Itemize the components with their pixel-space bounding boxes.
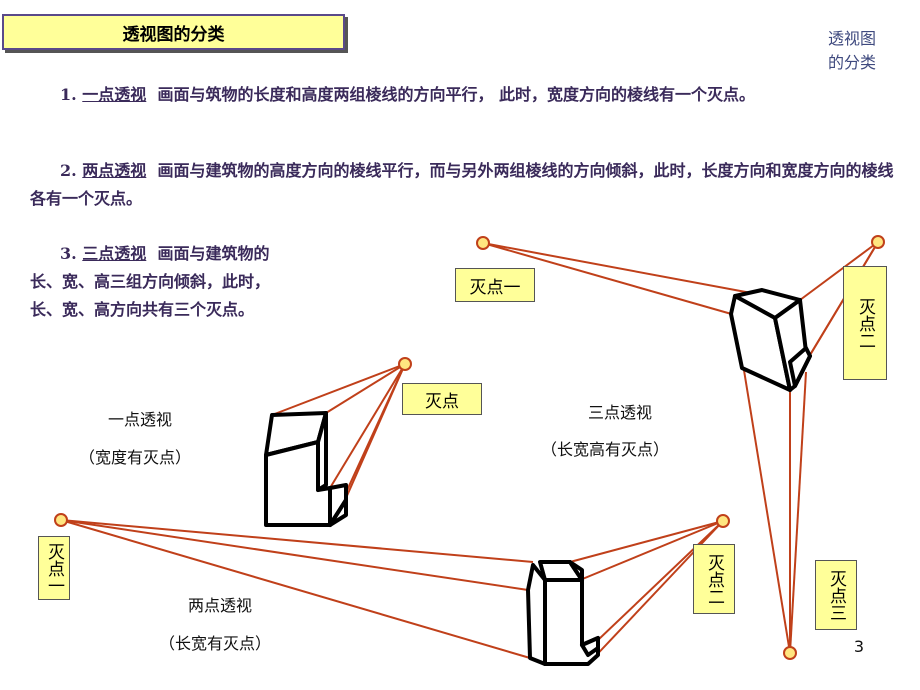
two-point-line <box>597 520 724 641</box>
item-three-point: 3. 三点透视 画面与建筑物的 长、宽、高三组方向倾斜，此时， 长、宽、高方向共… <box>30 240 360 324</box>
two-point-line <box>579 520 724 581</box>
item-one-point: 1. 一点透视 画面与筑物的长度和高度两组棱线的方向平行， 此时，宽度方向的棱线… <box>30 81 880 109</box>
three-point-line <box>734 314 791 654</box>
one-point-object <box>264 411 348 527</box>
vanishing-points <box>54 235 885 660</box>
item-number: 3. <box>60 244 77 263</box>
three-point-vp3 <box>783 646 797 660</box>
item-text-line2: 长、宽、高三组方向倾斜，此时， <box>30 272 271 291</box>
two-point-vp1-text: 灭点一 <box>44 542 64 594</box>
item-text: 画面与建筑物的高度方向的棱线平行，而与另外两组棱线的方向倾斜，此时，长度方向和宽… <box>30 161 894 208</box>
item-text: 画面与筑物的长度和高度两组棱线的方向平行， 此时，宽度方向的棱线有一个灭点。 <box>157 85 756 104</box>
item-text-line1: 画面与建筑物的 <box>157 244 270 263</box>
two-point-vp2-text: 灭点二 <box>704 553 724 605</box>
one-point-line <box>325 363 406 414</box>
one-point-name: 一点透视 <box>107 410 172 429</box>
two-point-line <box>569 520 724 563</box>
two-point-vp1-label: 灭点一 <box>38 536 70 600</box>
three-point-vp1 <box>476 236 490 250</box>
two-point-line <box>60 519 529 591</box>
three-point-vp2-text: 灭点二 <box>855 297 875 349</box>
two-point-vp2-label: 灭点二 <box>693 544 735 614</box>
three-point-line <box>482 242 736 316</box>
corner-title-line2: 的分类 <box>828 53 877 72</box>
page-number: 3 <box>853 637 864 656</box>
slide-title: 透视图的分类 <box>2 14 345 50</box>
three-point-vp3-label: 灭点三 <box>815 560 857 630</box>
corner-title: 透视图 的分类 <box>828 27 898 75</box>
two-point-line <box>60 519 534 563</box>
two-point-object <box>526 560 600 666</box>
three-point-vp3-text: 灭点三 <box>826 569 846 621</box>
three-point-vp2-label: 灭点二 <box>843 266 887 380</box>
item-number: 2. <box>60 161 77 180</box>
item-term: 三点透视 <box>82 244 147 263</box>
three-point-object <box>729 288 812 392</box>
one-point-line <box>337 363 406 511</box>
item-term: 一点透视 <box>82 85 147 104</box>
three-point-vp2 <box>871 235 885 249</box>
one-point-vp-label: 灭点 <box>402 383 482 415</box>
item-text-line3: 长、宽、高方向共有三个灭点。 <box>30 300 255 319</box>
item-two-point: 2. 两点透视 画面与建筑物的高度方向的棱线平行，而与另外两组棱线的方向倾斜，此… <box>30 157 895 213</box>
two-point-note: （长宽有灭点） <box>158 634 271 653</box>
one-point-vanishing-point <box>398 357 412 371</box>
three-point-note: （长宽高有灭点） <box>540 440 669 459</box>
one-point-line <box>329 363 406 489</box>
item-term: 两点透视 <box>82 161 147 180</box>
three-point-line <box>482 242 763 296</box>
three-point-line <box>789 371 807 654</box>
corner-title-line1: 透视图 <box>828 29 877 48</box>
one-point-line <box>271 363 406 416</box>
two-point-vp1 <box>54 513 68 527</box>
two-point-vp2 <box>716 514 730 528</box>
two-point-line <box>60 519 531 659</box>
three-point-vp1-label: 灭点一 <box>455 268 535 302</box>
one-point-note: （宽度有灭点） <box>78 448 191 467</box>
two-point-name: 两点透视 <box>187 596 252 615</box>
three-point-line <box>799 241 879 301</box>
three-point-name: 三点透视 <box>587 403 652 422</box>
item-number: 1. <box>60 85 77 104</box>
